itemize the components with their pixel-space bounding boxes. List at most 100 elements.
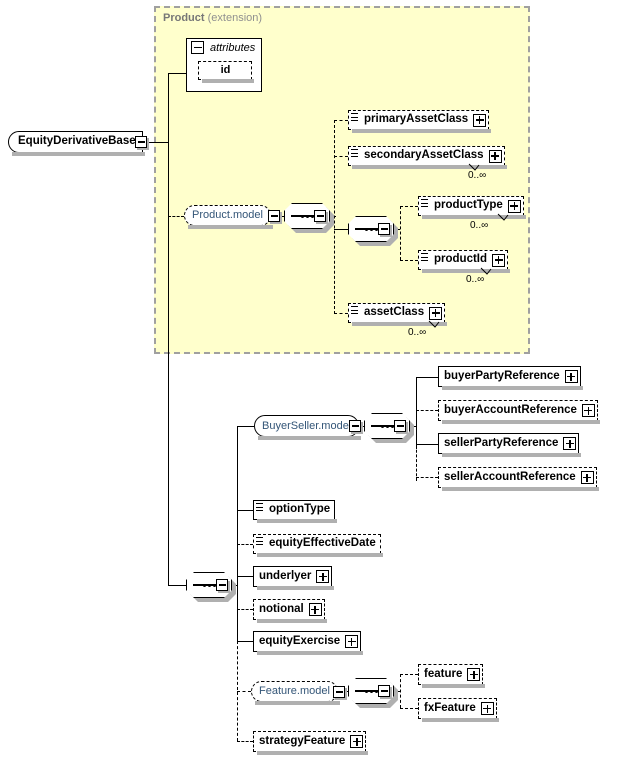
model-group-BuyerSeller-model-label: BuyerSeller.model bbox=[262, 419, 352, 432]
element-buyerPartyReference[interactable]: buyerPartyReference bbox=[438, 366, 583, 390]
element-equityExercise-expander-plus-icon[interactable] bbox=[345, 635, 359, 648]
element-equityEffectiveDate[interactable]: equityEffectiveDate bbox=[253, 534, 383, 557]
sequence-buyerSeller-expander-minus-icon[interactable] bbox=[394, 420, 406, 432]
attribute-id[interactable]: id bbox=[198, 61, 254, 83]
root-expander-minus-icon[interactable] bbox=[135, 136, 147, 148]
sequence-compositor-buyerSeller[interactable] bbox=[364, 413, 414, 443]
connector-strategyFeature bbox=[237, 741, 253, 742]
occurs-assetClass: 0..∞ bbox=[408, 327, 427, 338]
connector-notional bbox=[237, 609, 253, 610]
attributes-group: attributes id bbox=[186, 38, 262, 92]
sequence-feature-expander-minus-icon[interactable] bbox=[378, 685, 390, 697]
model-group-BuyerSeller-model[interactable]: BuyerSeller.model bbox=[254, 415, 362, 440]
bus-buyerSeller-solid bbox=[416, 377, 417, 449]
model-group-Product-model[interactable]: Product.model bbox=[184, 205, 273, 229]
product-model-expander-minus-icon[interactable] bbox=[268, 210, 280, 222]
element-optionType-label: optionType bbox=[269, 503, 331, 516]
element-sellerPartyReference-expander-plus-icon[interactable] bbox=[563, 437, 577, 450]
element-productType-expander-plus-icon[interactable] bbox=[507, 199, 521, 213]
element-underlyer-label: underlyer bbox=[259, 569, 312, 582]
element-buyerPartyReference-expander-plus-icon[interactable] bbox=[564, 370, 578, 383]
element-icon bbox=[351, 149, 358, 157]
element-sellerAccountReference-expander-plus-icon[interactable] bbox=[580, 471, 594, 484]
element-strategyFeature[interactable]: strategyFeature bbox=[253, 731, 369, 755]
connector-optionType bbox=[237, 510, 253, 511]
element-fxFeature-expander-plus-icon[interactable] bbox=[480, 702, 494, 715]
model-group-Feature-model[interactable]: Feature.model bbox=[251, 681, 340, 705]
element-underlyer-expander-plus-icon[interactable] bbox=[316, 570, 330, 583]
model-group-Feature-model-label: Feature.model bbox=[259, 685, 330, 697]
element-feature-label: feature bbox=[424, 667, 463, 680]
node-shadow bbox=[12, 152, 145, 156]
element-assetClass-expander-plus-icon[interactable] bbox=[429, 306, 443, 320]
connector-feature-model bbox=[237, 691, 251, 692]
sequence-inner-expander-minus-icon[interactable] bbox=[378, 223, 390, 235]
connector-secondaryAssetClass bbox=[334, 156, 348, 157]
element-assetClass[interactable]: assetClass bbox=[348, 303, 448, 326]
node-shadow bbox=[258, 436, 362, 440]
connector-attributes bbox=[168, 73, 186, 74]
element-equityExercise[interactable]: equityExercise bbox=[253, 631, 364, 655]
node-shadow bbox=[422, 718, 499, 722]
connector-root-horizontal bbox=[147, 142, 169, 143]
element-buyerAccountReference-label: buyerAccountReference bbox=[444, 403, 577, 416]
attribute-id-label: id bbox=[220, 64, 231, 76]
connector-feature bbox=[400, 674, 418, 675]
connector-productId bbox=[400, 260, 418, 261]
element-underlyer[interactable]: underlyer bbox=[253, 566, 335, 590]
element-strategyFeature-expander-plus-icon[interactable] bbox=[350, 735, 364, 748]
node-shadow bbox=[257, 519, 338, 523]
element-optionType[interactable]: optionType bbox=[253, 500, 338, 523]
node-shadow bbox=[257, 553, 383, 557]
element-feature-expander-plus-icon[interactable] bbox=[467, 668, 481, 681]
extension-kind-label: (extension) bbox=[207, 12, 263, 24]
node-shadow bbox=[442, 487, 599, 491]
compositor-dots bbox=[186, 583, 232, 588]
node-shadow bbox=[257, 651, 364, 655]
element-icon bbox=[256, 503, 263, 511]
element-buyerAccountReference-expander-plus-icon[interactable] bbox=[581, 404, 595, 417]
element-feature[interactable]: feature bbox=[418, 664, 486, 688]
node-shadow bbox=[202, 79, 254, 83]
element-secondaryAssetClass[interactable]: secondaryAssetClass bbox=[348, 146, 507, 169]
element-buyerAccountReference[interactable]: buyerAccountReference bbox=[438, 400, 600, 424]
attributes-expander-minus-icon[interactable] bbox=[191, 41, 204, 54]
element-notional[interactable]: notional bbox=[253, 599, 327, 623]
sequence-product-expander-minus-icon[interactable] bbox=[314, 210, 326, 222]
sequence-compositor-product-inner[interactable] bbox=[348, 216, 398, 246]
node-shadow bbox=[257, 751, 369, 755]
element-notional-label: notional bbox=[259, 602, 304, 615]
compositor-dots bbox=[348, 689, 394, 694]
element-secondaryAssetClass-expander-plus-icon[interactable] bbox=[488, 149, 502, 163]
node-shadow bbox=[422, 215, 526, 219]
connector-sellerPartyReference bbox=[416, 444, 438, 445]
element-icon bbox=[351, 306, 358, 314]
feature-model-expander-minus-icon[interactable] bbox=[333, 686, 345, 698]
element-sellerAccountReference-label: sellerAccountReference bbox=[444, 470, 576, 483]
element-productId-expander-plus-icon[interactable] bbox=[492, 253, 506, 267]
root-element-EquityDerivativeBase[interactable]: EquityDerivativeBase bbox=[8, 131, 145, 156]
attributes-header[interactable]: attributes bbox=[187, 39, 261, 56]
element-sellerPartyReference[interactable]: sellerPartyReference bbox=[438, 433, 582, 457]
element-sellerAccountReference[interactable]: sellerAccountReference bbox=[438, 467, 599, 491]
element-notional-expander-plus-icon[interactable] bbox=[308, 603, 322, 616]
node-shadow bbox=[352, 129, 492, 133]
connector-equityExercise bbox=[237, 641, 253, 642]
node-shadow bbox=[255, 701, 340, 705]
occurs-productType: 0..∞ bbox=[470, 220, 489, 231]
buyerSeller-expander-minus-icon[interactable] bbox=[349, 420, 361, 432]
element-icon bbox=[421, 253, 428, 261]
element-strategyFeature-label: strategyFeature bbox=[259, 734, 346, 747]
element-productType[interactable]: productType bbox=[418, 196, 526, 219]
compositor-dots bbox=[348, 227, 394, 232]
element-fxFeature[interactable]: fxFeature bbox=[418, 698, 499, 722]
element-primaryAssetClass-expander-plus-icon[interactable] bbox=[473, 113, 487, 127]
element-primaryAssetClass[interactable]: primaryAssetClass bbox=[348, 110, 492, 133]
sequence-main-expander-minus-icon[interactable] bbox=[216, 579, 228, 591]
connector-inner-sequence bbox=[334, 229, 348, 230]
node-shadow bbox=[422, 684, 486, 688]
element-productId[interactable]: productId bbox=[418, 250, 511, 273]
compositor-dots bbox=[364, 424, 410, 429]
connector-fxFeature bbox=[400, 708, 418, 709]
element-icon bbox=[421, 199, 428, 207]
